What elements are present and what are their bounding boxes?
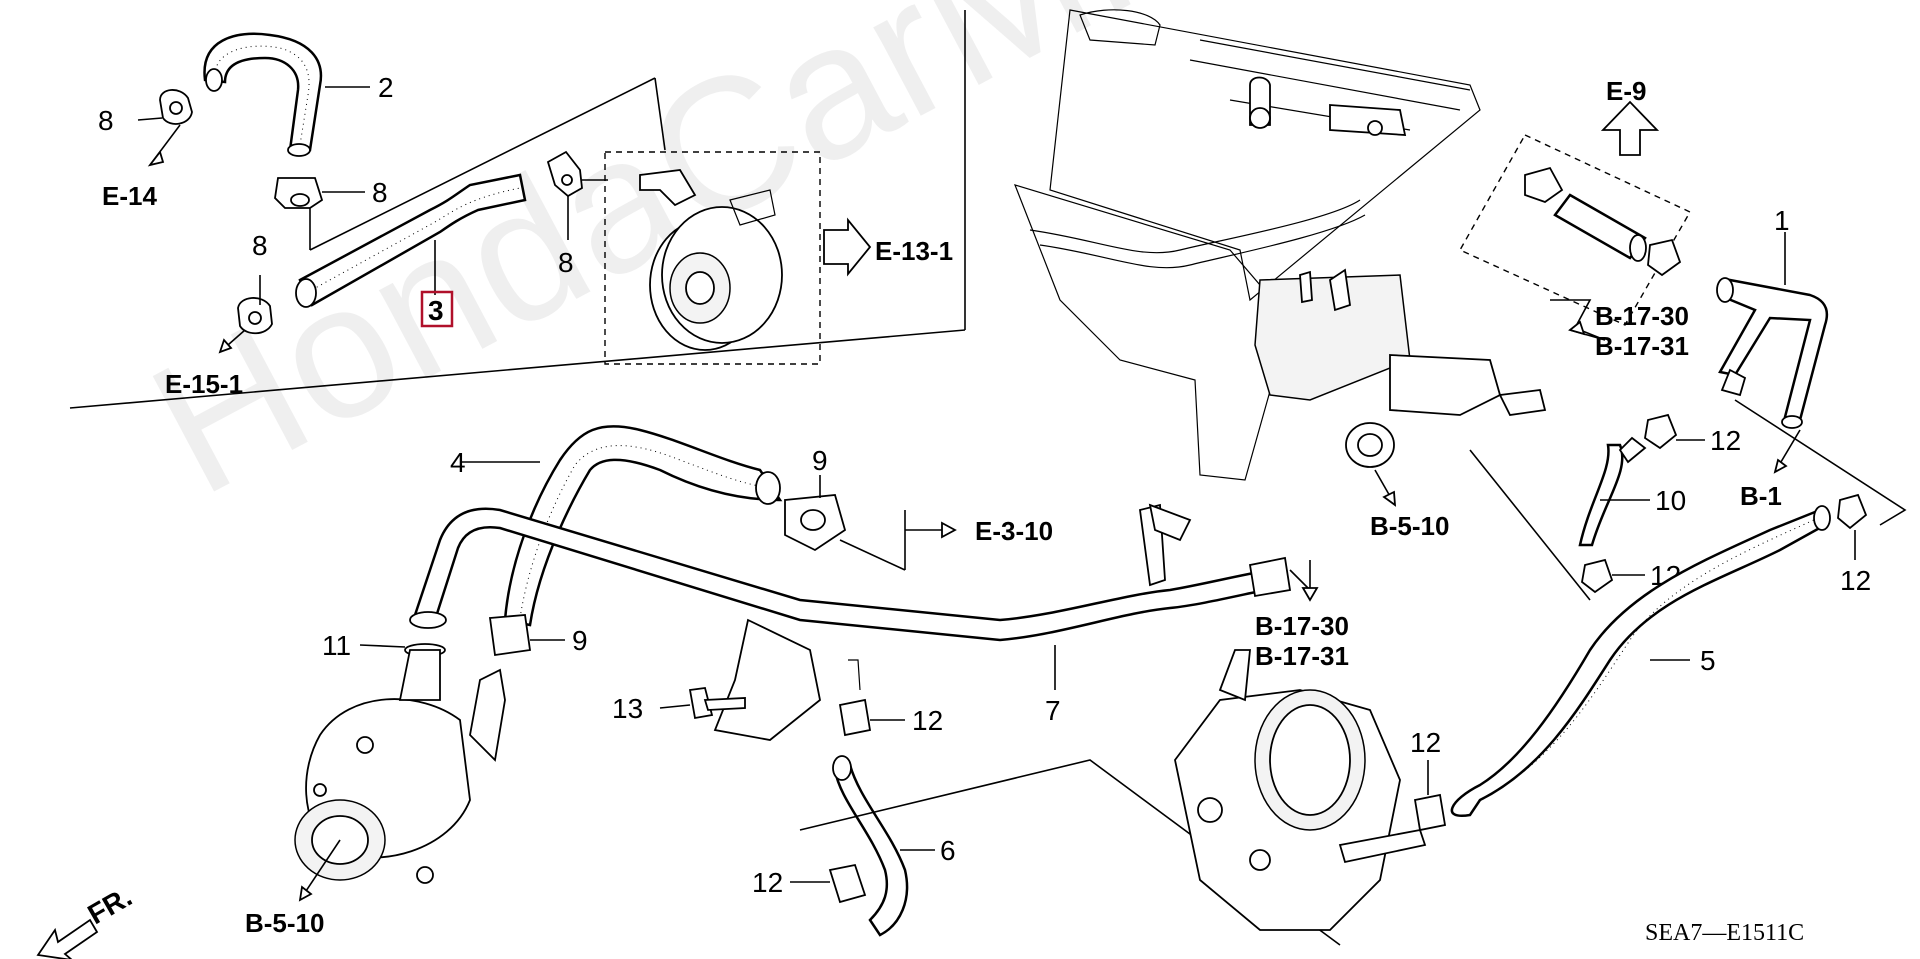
- clip-12-c[interactable]: [1837, 493, 1868, 530]
- callout-6: 6: [940, 835, 956, 866]
- front-arrow-icon: [36, 918, 99, 959]
- callout-11: 11: [322, 630, 351, 661]
- hose-3[interactable]: [295, 173, 527, 308]
- leader-11: [359, 644, 406, 648]
- ref-b17-31-top[interactable]: B-17-31: [1595, 331, 1689, 361]
- callout-12-f: 12: [1410, 727, 1441, 758]
- hose-10[interactable]: [1578, 436, 1647, 547]
- clip-9-lower[interactable]: [488, 614, 532, 657]
- callout-13: 13: [612, 693, 643, 724]
- callout-5: 5: [1700, 645, 1716, 676]
- callout-12-c: 12: [1840, 565, 1871, 596]
- engine-block: [1013, 9, 1547, 481]
- leader-9-upper: [819, 475, 957, 571]
- clip-e9-left[interactable]: [1524, 166, 1564, 204]
- callout-7: 7: [1045, 695, 1061, 726]
- clip-8-top[interactable]: [159, 89, 193, 125]
- hose-2[interactable]: [203, 32, 323, 157]
- clip-12-a[interactable]: [1644, 413, 1678, 450]
- e9-box: [1459, 134, 1691, 326]
- callout-10: 10: [1655, 485, 1686, 516]
- callout-2: 2: [378, 72, 394, 103]
- hose-e9[interactable]: [1553, 193, 1647, 262]
- ref-b5-10-bottom-leader: [298, 839, 341, 902]
- ref-b17-30-mid[interactable]: B-17-30: [1255, 611, 1349, 641]
- ref-e9[interactable]: E-9: [1606, 76, 1646, 106]
- inset-frame: [69, 10, 966, 409]
- clip-12-e[interactable]: [828, 863, 867, 904]
- ref-b17-30-top[interactable]: B-17-30: [1595, 301, 1689, 331]
- diagram-code: SEA7—E1511C: [1645, 920, 1804, 946]
- ref-b17-top-leader: [1550, 299, 1606, 341]
- ref-b1[interactable]: B-1: [1740, 481, 1782, 511]
- callout-12-a: 12: [1710, 425, 1741, 456]
- ref-e3-10[interactable]: E-3-10: [975, 516, 1053, 546]
- arrow-up-e9: [1600, 100, 1660, 156]
- hose-6[interactable]: [832, 755, 909, 937]
- clip-8-bottom[interactable]: [237, 297, 273, 335]
- clip-9-upper[interactable]: [784, 494, 847, 552]
- ref-b5-10-top[interactable]: B-5-10: [1370, 511, 1449, 541]
- ref-e15-1[interactable]: E-15-1: [165, 369, 243, 399]
- callout-3: 3: [428, 295, 444, 326]
- callout-9-lower: 9: [572, 625, 588, 656]
- oil-cooler-box: [604, 151, 821, 365]
- callout-8-right: 8: [558, 247, 574, 278]
- inset-leaders: [137, 77, 872, 354]
- ref-b17-31-mid[interactable]: B-17-31: [1255, 641, 1349, 671]
- ref-b5-10-bottom[interactable]: B-5-10: [245, 908, 324, 938]
- ref-e14[interactable]: E-14: [102, 181, 157, 211]
- ref-b5-10-top-leader: [1374, 469, 1397, 507]
- ref-e13-1[interactable]: E-13-1: [875, 236, 953, 266]
- callout-8-mid: 8: [372, 177, 388, 208]
- hose-5[interactable]: [1450, 505, 1831, 818]
- clip-e9-right[interactable]: [1647, 238, 1682, 277]
- oil-cooler[interactable]: [639, 169, 783, 351]
- callout-8-top: 8: [98, 105, 114, 136]
- pipe-1[interactable]: [1716, 277, 1829, 429]
- callout-8-bottom: 8: [252, 230, 268, 261]
- clip-8-right[interactable]: [546, 150, 583, 198]
- clip-12-f[interactable]: [1413, 793, 1447, 832]
- hose-4[interactable]: [503, 425, 783, 627]
- callout-9-upper: 9: [812, 445, 828, 476]
- callout-12-d: 12: [912, 705, 943, 736]
- callout-4: 4: [450, 447, 466, 478]
- callout-1: 1: [1774, 205, 1790, 236]
- leader-13: [659, 704, 691, 709]
- highlight-box: [420, 290, 454, 328]
- callout-12-e: 12: [752, 867, 783, 898]
- water-pump[interactable]: [294, 649, 506, 884]
- ref-b17-mid-leader: [1289, 560, 1319, 602]
- pipe-7[interactable]: [409, 503, 1292, 741]
- clip-8-mid[interactable]: [274, 177, 324, 209]
- throttle-body[interactable]: [1174, 649, 1427, 931]
- bolt-13[interactable]: [688, 687, 746, 720]
- clip-12-b[interactable]: [1581, 558, 1614, 594]
- ref-b1-leader: [1469, 399, 1907, 601]
- clip-12-d[interactable]: [838, 659, 872, 737]
